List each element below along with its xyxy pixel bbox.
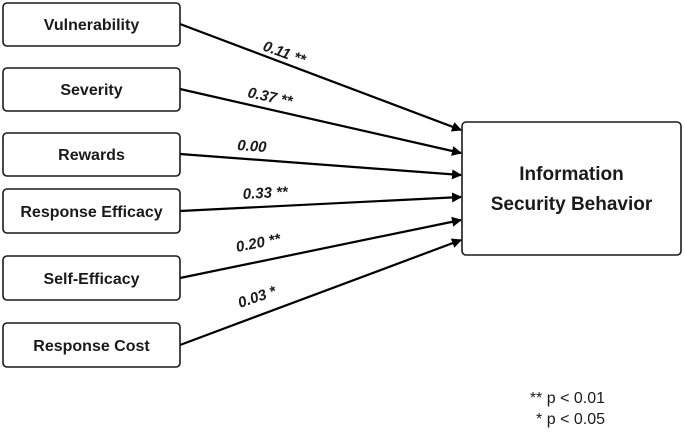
path-severity: 0.37 ** [179,84,462,156]
predictor-label: Rewards [58,147,125,164]
path-self-efficacy: 0.20 ** [179,216,462,280]
predictor-box [2,322,181,368]
arrow-response-efficacy [179,192,462,213]
path-response-cost: 0.03 * [179,238,462,347]
predictor-label: Self-Efficacy [43,271,139,288]
predictor-box [2,132,181,177]
predictor-label: Vulnerability [44,17,140,34]
predictor-box [2,255,181,301]
predictor-box [2,67,181,112]
predictor-box [2,2,181,47]
predictor-response-cost: Response Cost [2,322,181,368]
predictor-rewards: Rewards [2,132,181,177]
arrow-response-cost [179,238,462,347]
legend-line-p01: ** p < 0.01 [529,390,605,407]
predictor-label: Severity [60,82,122,99]
outcome-information-security-behavior: Information Security Behavior [461,121,682,256]
predictor-response-efficacy: Response Efficacy [2,188,181,234]
coefficient-response-efficacy: 0.33 ** [242,184,289,203]
outcome-label-line1: Information [519,164,624,185]
arrow-severity [179,87,462,156]
predictor-label: Response Efficacy [20,204,162,221]
arrow-vulnerability [179,22,462,132]
predictor-vulnerability: Vulnerability [2,2,181,47]
predictor-severity: Severity [2,67,181,112]
significance-legend: ** p < 0.01 * p < 0.05 [498,388,605,430]
arrow-rewards [179,152,462,180]
predictor-self-efficacy: Self-Efficacy [2,255,181,301]
path-vulnerability: 0.11 ** [179,22,462,132]
coefficient-rewards: 0.00 [237,137,268,156]
outcome-label-line2: Security Behavior [491,194,653,215]
path-response-efficacy: 0.33 ** [179,184,462,213]
path-rewards: 0.00 [179,137,462,180]
arrow-self-efficacy [179,216,462,280]
legend-line-p05: * p < 0.05 [536,411,605,428]
predictor-box [2,188,181,234]
coefficient-response-cost: 0.03 * [236,283,280,312]
outcome-box [461,121,682,256]
coefficient-self-efficacy: 0.20 ** [235,230,284,256]
predictor-label: Response Cost [33,338,150,355]
